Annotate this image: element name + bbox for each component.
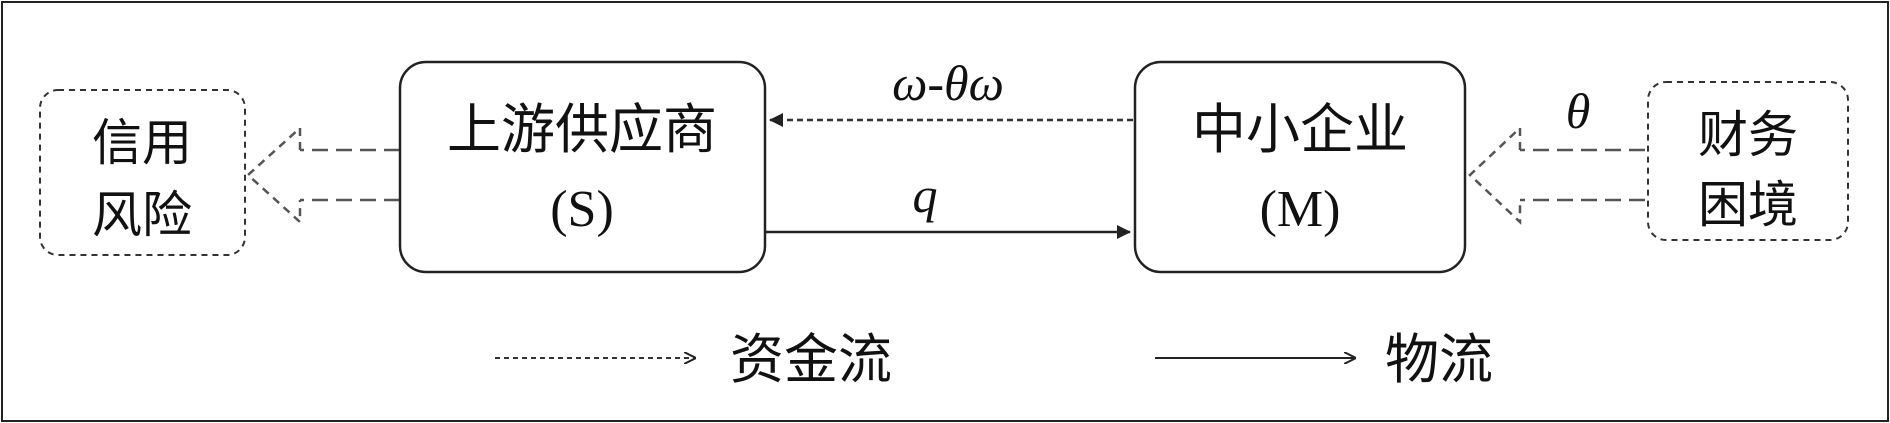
- legend-goods-flow-label: 物流: [1385, 328, 1493, 391]
- supplier-label-line1: 上游供应商: [447, 98, 717, 161]
- legend: 资金流 物流: [495, 328, 1493, 391]
- credit-risk-label-line1: 信用: [92, 114, 192, 172]
- financial-distress-node: 财务 困境: [1647, 81, 1849, 241]
- credit-risk-label-line2: 风险: [92, 186, 192, 244]
- supplier-node: 上游供应商 (S): [398, 60, 767, 274]
- goods-flow-label: q: [913, 167, 938, 223]
- sme-label-line2: (M): [1260, 181, 1341, 238]
- financial-distress-box: [1647, 81, 1849, 241]
- credit-risk-node: 信用 风险: [39, 89, 246, 256]
- sme-box: [1133, 60, 1467, 274]
- supplier-label-line2: (S): [550, 181, 614, 238]
- supplier-box: [398, 60, 767, 274]
- sme-node: 中小企业 (M): [1133, 60, 1467, 274]
- distress-arrow-head: [1468, 125, 1522, 225]
- sme-label-line1: 中小企业: [1192, 98, 1408, 161]
- risk-transfer-arrow: [246, 125, 400, 225]
- financial-distress-label-line2: 困境: [1698, 176, 1798, 234]
- distress-label: θ: [1566, 83, 1591, 139]
- risk-arrow-head: [246, 125, 302, 225]
- capital-flow-label: ω-θω: [892, 55, 1004, 111]
- distress-impact-arrow: [1468, 125, 1645, 225]
- legend-capital-flow-label: 资金流: [730, 328, 892, 391]
- financial-distress-label-line1: 财务: [1698, 106, 1798, 164]
